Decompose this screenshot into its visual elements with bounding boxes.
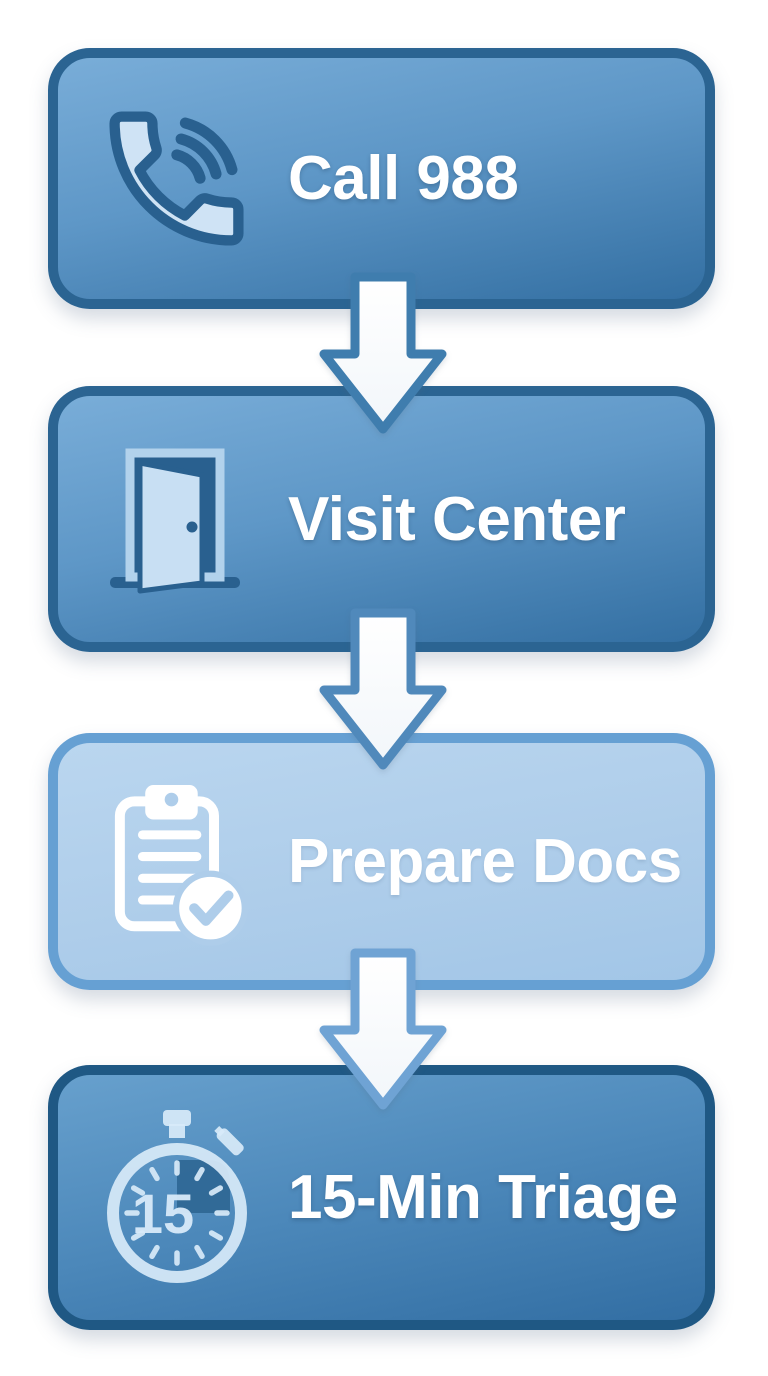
open-door-icon — [92, 439, 260, 599]
step-label: Call 988 — [288, 144, 519, 213]
down-arrow-connector-2 — [319, 608, 447, 770]
clipboard-check-icon — [92, 776, 260, 948]
stopwatch-icon: 15 — [92, 1108, 260, 1288]
step-label: Visit Center — [288, 484, 626, 554]
step-label: 15-Min Triage — [288, 1163, 678, 1232]
step-box-15-min-triage: 15 15-Min Triage — [48, 1065, 715, 1330]
phone-call-icon — [92, 96, 260, 261]
stopwatch-number: 15 — [131, 1182, 193, 1245]
step-label: Prepare Docs — [288, 827, 682, 896]
step-box-call-988: Call 988 — [48, 48, 715, 309]
down-arrow-connector-3 — [319, 948, 447, 1110]
down-arrow-connector-1 — [319, 272, 447, 434]
